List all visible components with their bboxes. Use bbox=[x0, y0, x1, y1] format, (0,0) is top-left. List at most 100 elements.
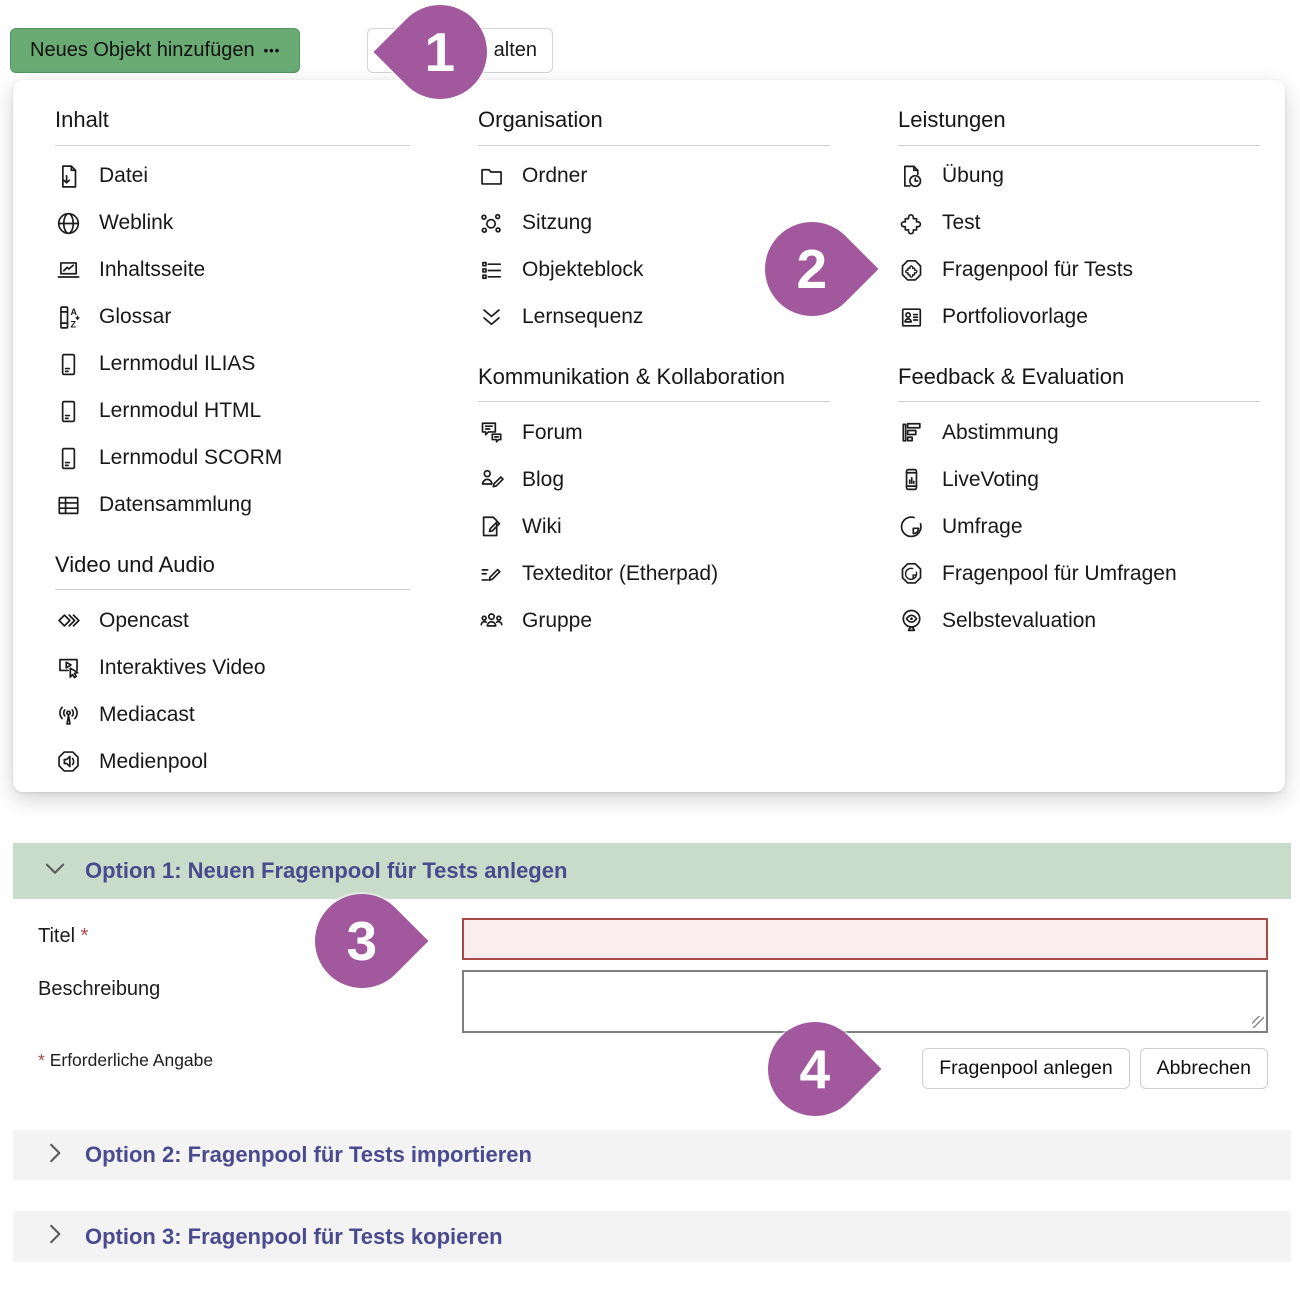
menu-item[interactable]: Sitzung bbox=[478, 200, 830, 247]
content-page-icon bbox=[55, 257, 82, 284]
self-evaluation-icon bbox=[898, 607, 925, 634]
menu-item[interactable]: Umfrage bbox=[898, 503, 1260, 550]
file-icon bbox=[55, 163, 82, 190]
ellipsis-icon: ••• bbox=[263, 43, 281, 58]
menu-item[interactable]: Selbstevaluation bbox=[898, 597, 1260, 644]
menu-item[interactable]: Datei bbox=[55, 153, 410, 200]
interactive-video-icon bbox=[55, 654, 82, 681]
menu-item-label: Fragenpool für Umfragen bbox=[942, 561, 1177, 585]
blog-icon bbox=[478, 466, 505, 493]
menu-item[interactable]: Forum bbox=[478, 409, 830, 456]
option3-title: Option 3: Fragenpool für Tests kopieren bbox=[85, 1223, 503, 1249]
menu-item[interactable]: Lernmodul SCORM bbox=[55, 435, 410, 482]
menu-item[interactable]: Lernsequenz bbox=[478, 294, 830, 341]
menu-item-label: Forum bbox=[522, 420, 583, 444]
menu-item-label: Inhaltsseite bbox=[99, 258, 206, 281]
menu-item[interactable]: Interaktives Video bbox=[55, 644, 410, 691]
menu-item[interactable]: LiveVoting bbox=[898, 456, 1260, 503]
menu-item-label: LiveVoting bbox=[942, 467, 1039, 491]
menu-item[interactable]: Übung bbox=[898, 153, 1260, 200]
learning-module-icon bbox=[55, 445, 82, 472]
question-pool-survey-icon bbox=[898, 560, 925, 587]
menu-item-label: Datei bbox=[99, 164, 149, 187]
cancel-button[interactable]: Abbrechen bbox=[1139, 1048, 1268, 1089]
option2-title: Option 2: Fragenpool für Tests importier… bbox=[85, 1142, 532, 1167]
description-textarea-wrap bbox=[462, 970, 1268, 1033]
menu-item[interactable]: Texteditor (Etherpad) bbox=[478, 550, 830, 597]
option1-accordion-header[interactable]: Option 1: Neuen Fragenpool für Tests anl… bbox=[13, 843, 1291, 899]
live-voting-icon bbox=[898, 466, 925, 493]
menu-item-label: Übung bbox=[942, 164, 1004, 187]
group-icon bbox=[478, 607, 505, 634]
option2-accordion-header[interactable]: Option 2: Fragenpool für Tests importier… bbox=[13, 1130, 1291, 1180]
menu-item[interactable]: Opencast bbox=[55, 597, 410, 644]
forum-icon bbox=[478, 419, 505, 446]
menu-item[interactable]: Portfoliovorlage bbox=[898, 294, 1260, 341]
menu-item[interactable]: Fragenpool für Tests bbox=[898, 247, 1260, 294]
annotation-number: 4 bbox=[799, 1037, 831, 1100]
menu-item-label: Fragenpool für Tests bbox=[942, 258, 1134, 281]
chevron-right-icon bbox=[42, 1221, 68, 1252]
menu-item[interactable]: Fragenpool für Umfragen bbox=[898, 550, 1260, 597]
menu-item[interactable]: Medienpool bbox=[55, 738, 410, 785]
option3-accordion-header[interactable]: Option 3: Fragenpool für Tests kopieren bbox=[13, 1211, 1291, 1262]
menu-item-label: Portfoliovorlage bbox=[942, 305, 1088, 328]
create-question-pool-button[interactable]: Fragenpool anlegen bbox=[922, 1048, 1130, 1089]
menu-item-label: Glossar bbox=[99, 305, 172, 328]
svg-text:Z: Z bbox=[71, 319, 77, 329]
title-field-label: Titel * bbox=[38, 925, 89, 947]
add-new-object-button[interactable]: Neues Objekt hinzufügen ••• bbox=[10, 28, 301, 73]
menu-item[interactable]: Abstimmung bbox=[898, 409, 1260, 456]
folder-icon bbox=[478, 163, 505, 190]
portfolio-icon bbox=[898, 304, 925, 331]
menu-item[interactable]: Objekteblock bbox=[478, 247, 830, 294]
menu-item-label: Interaktives Video bbox=[99, 655, 266, 679]
menu-item[interactable]: Ordner bbox=[478, 153, 830, 200]
chevron-down-icon bbox=[42, 856, 68, 887]
menu-item[interactable]: Test bbox=[898, 200, 1260, 247]
menu-item-label: Test bbox=[942, 211, 981, 234]
section-title: Organisation bbox=[478, 106, 830, 146]
menu-item[interactable]: Inhaltsseite bbox=[55, 247, 410, 294]
add-new-object-label: Neues Objekt hinzufügen bbox=[30, 39, 255, 61]
section-title: Kommunikation & Kollabo­ration bbox=[478, 363, 830, 402]
wiki-icon bbox=[478, 513, 505, 540]
menu-item[interactable]: Lernmodul ILIAS bbox=[55, 341, 410, 388]
puzzle-icon bbox=[898, 210, 925, 237]
required-asterisk: * bbox=[80, 925, 89, 947]
opencast-icon bbox=[55, 607, 82, 634]
menu-item-label: Sitzung bbox=[522, 211, 593, 234]
title-input[interactable] bbox=[462, 918, 1268, 960]
annotation-number: 1 bbox=[424, 20, 456, 83]
option1-title: Option 1: Neuen Fragenpool für Tests anl… bbox=[85, 858, 568, 883]
menu-item-label: Texteditor (Etherpad) bbox=[522, 561, 719, 585]
menu-item[interactable]: Wiki bbox=[478, 503, 830, 550]
description-textarea[interactable] bbox=[462, 970, 1268, 1033]
menu-item[interactable]: Mediacast bbox=[55, 691, 410, 738]
menu-item[interactable]: Datensammlung bbox=[55, 482, 410, 529]
menu-item[interactable]: Weblink bbox=[55, 200, 410, 247]
data-table-icon bbox=[55, 492, 82, 519]
menu-item[interactable]: Gruppe bbox=[478, 597, 830, 644]
annotation-number: 3 bbox=[346, 909, 378, 972]
menu-item[interactable]: Lernmodul HTML bbox=[55, 388, 410, 435]
menu-item[interactable]: Blog bbox=[478, 456, 830, 503]
section-title: Video und Audio bbox=[55, 551, 410, 590]
menu-item-label: Objekteblock bbox=[522, 258, 644, 281]
menu-item-label: Lernmodul ILIAS bbox=[99, 352, 256, 375]
section-title: Feedback & Evaluation bbox=[898, 363, 1260, 402]
